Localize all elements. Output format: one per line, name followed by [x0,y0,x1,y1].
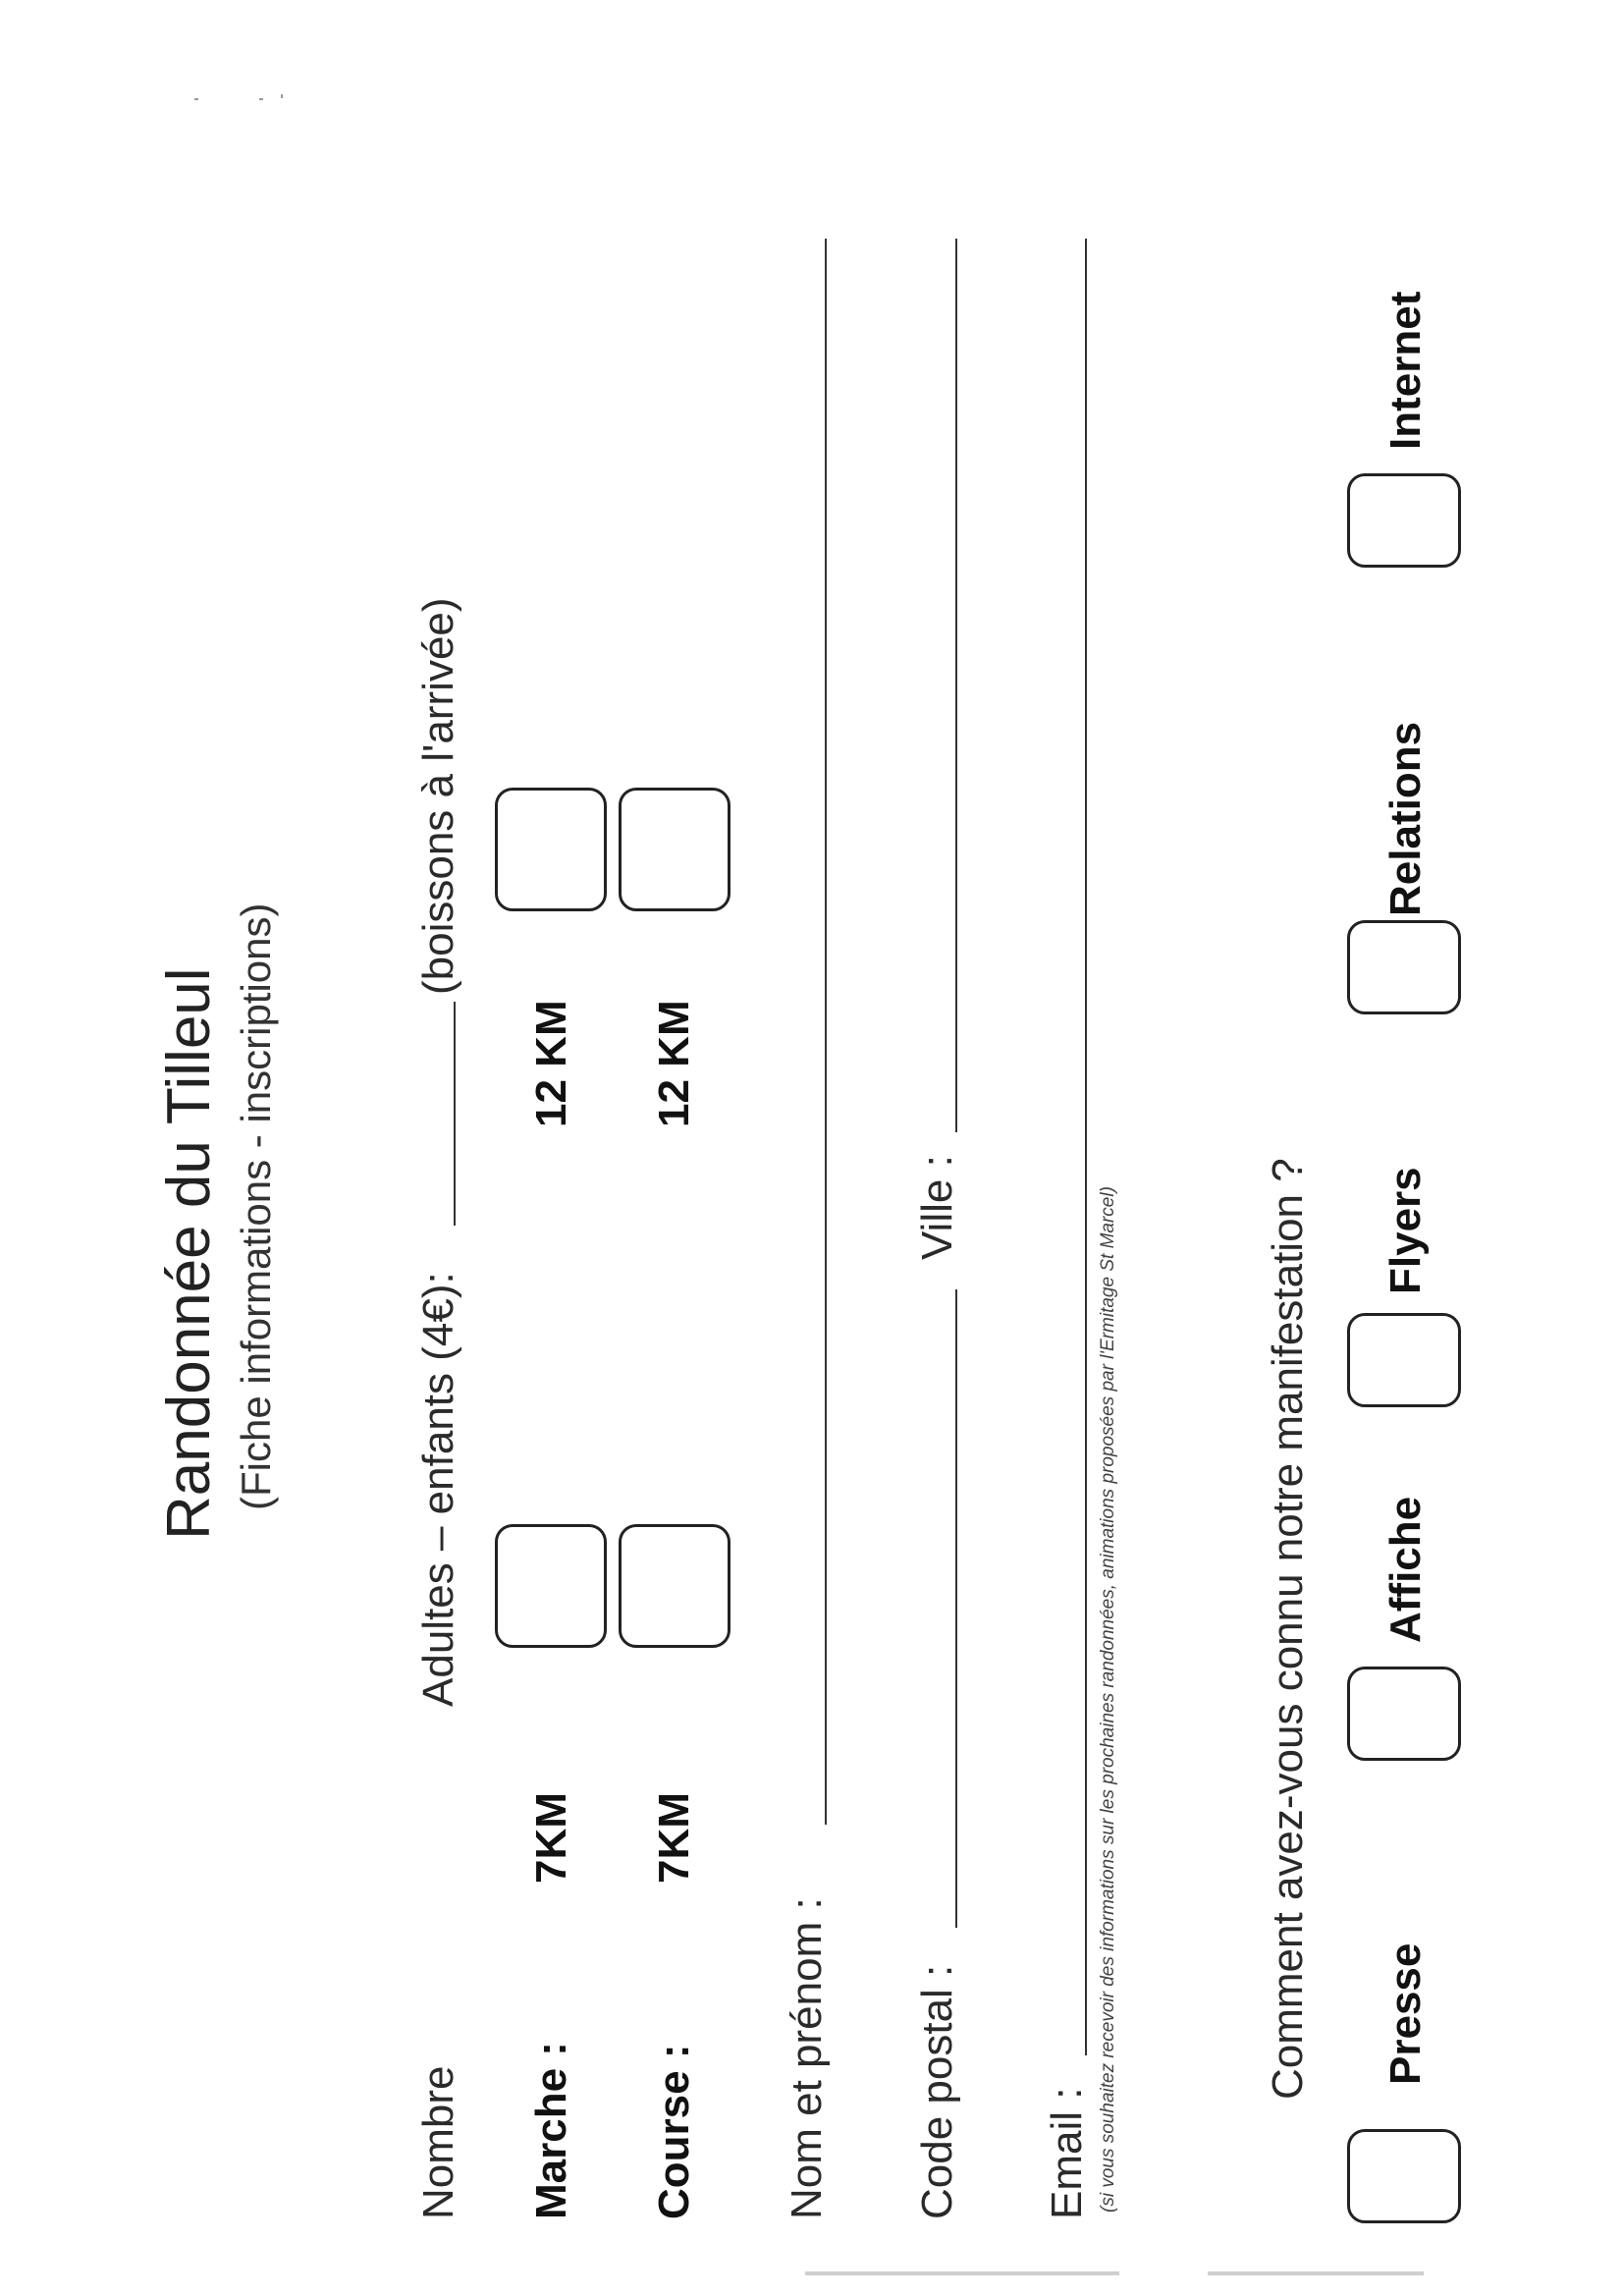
marche-7km-label: 7KM [527,1792,575,1884]
internet-checkbox[interactable] [1347,473,1461,568]
internet-label: Internet [1381,291,1430,450]
ville-field[interactable] [955,239,957,1132]
presse-label: Presse [1381,1942,1430,2085]
adultes-enfants-label: Adultes – enfants (4€): [414,1272,462,1707]
scan-speck [194,98,198,100]
survey-question: Comment avez-vous connu notre manifestat… [1264,1158,1312,2100]
boissons-note: (boissons à l'arrivée) [414,597,462,995]
nombre-label: Nombre [414,2065,462,2220]
code-postal-field[interactable] [955,1289,957,1928]
relations-checkbox[interactable] [1347,920,1461,1014]
scan-edge-mark [1208,2271,1424,2275]
scan-edge-mark [805,2271,1119,2275]
flyers-label: Flyers [1381,1167,1430,1294]
adultes-count-line[interactable] [454,1002,456,1226]
scan-speck [259,98,263,100]
code-postal-label: Code postal : [913,1964,961,2219]
marche-12km-label: 12 KM [527,1000,575,1127]
nom-prenom-label: Nom et prénom : [783,1897,831,2219]
marche-12km-box[interactable] [495,788,607,911]
form-title: Randonnée du Tilleul [155,967,223,1540]
email-note: (si vous souhaitez recevoir des informat… [1098,1186,1118,2213]
affiche-label: Affiche [1381,1496,1430,1643]
course-12km-box[interactable] [619,788,730,911]
course-7km-box[interactable] [619,1524,730,1648]
form-subtitle: (Fiche informations - inscriptions) [233,902,279,1510]
email-label: Email : [1043,2087,1091,2219]
affiche-checkbox[interactable] [1347,1667,1461,1761]
relations-label: Relations [1381,721,1430,916]
presse-checkbox[interactable] [1347,2129,1461,2223]
course-7km-label: 7KM [650,1792,698,1884]
ville-label: Ville : [913,1155,961,1260]
marche-7km-box[interactable] [495,1524,607,1648]
course-12km-label: 12 KM [650,1000,698,1127]
flyers-checkbox[interactable] [1347,1313,1461,1407]
email-field[interactable] [1085,239,1087,2055]
marche-label: Marche : [527,2042,575,2219]
course-label: Course : [650,2044,698,2219]
nom-prenom-field[interactable] [825,239,827,1825]
scan-speck [281,94,283,98]
